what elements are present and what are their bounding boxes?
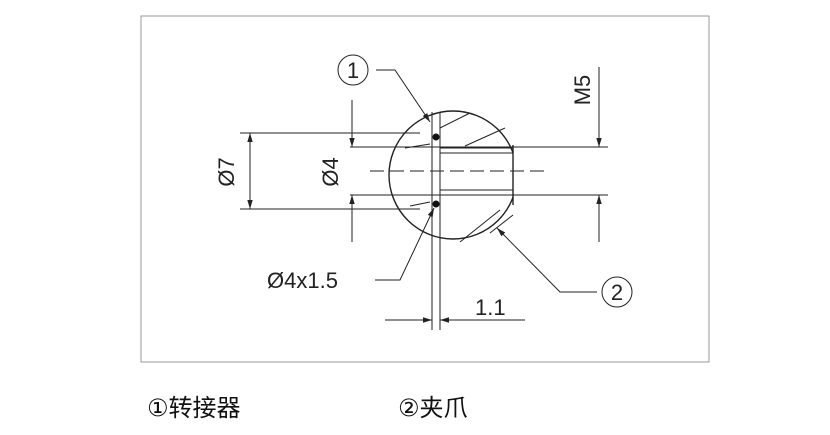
- oring-dot-top: [432, 133, 440, 141]
- balloon-2-label: 2: [611, 280, 623, 305]
- hatching: [404, 112, 514, 243]
- dim-outer-lines: [240, 67, 608, 323]
- balloon-1: [337, 54, 369, 86]
- ball-part: [388, 110, 513, 240]
- balloon-1-label: 1: [347, 58, 359, 83]
- dim-thread-label: M5: [570, 75, 595, 106]
- drawing-frame: [140, 15, 710, 363]
- leader-lines: [375, 69, 597, 293]
- legend-item-adapter: ①转接器: [147, 394, 241, 422]
- dim-inner-label: Ø4: [318, 157, 343, 186]
- dim-oring-label: Ø4x1.5: [267, 268, 338, 293]
- oring-dot-bottom: [432, 200, 440, 208]
- balloon-2: [601, 276, 633, 308]
- dim-outer-label: Ø7: [214, 157, 239, 186]
- legend-item-gripper: ②夹爪: [398, 394, 468, 422]
- dim-gap-label: 1.1: [475, 295, 506, 320]
